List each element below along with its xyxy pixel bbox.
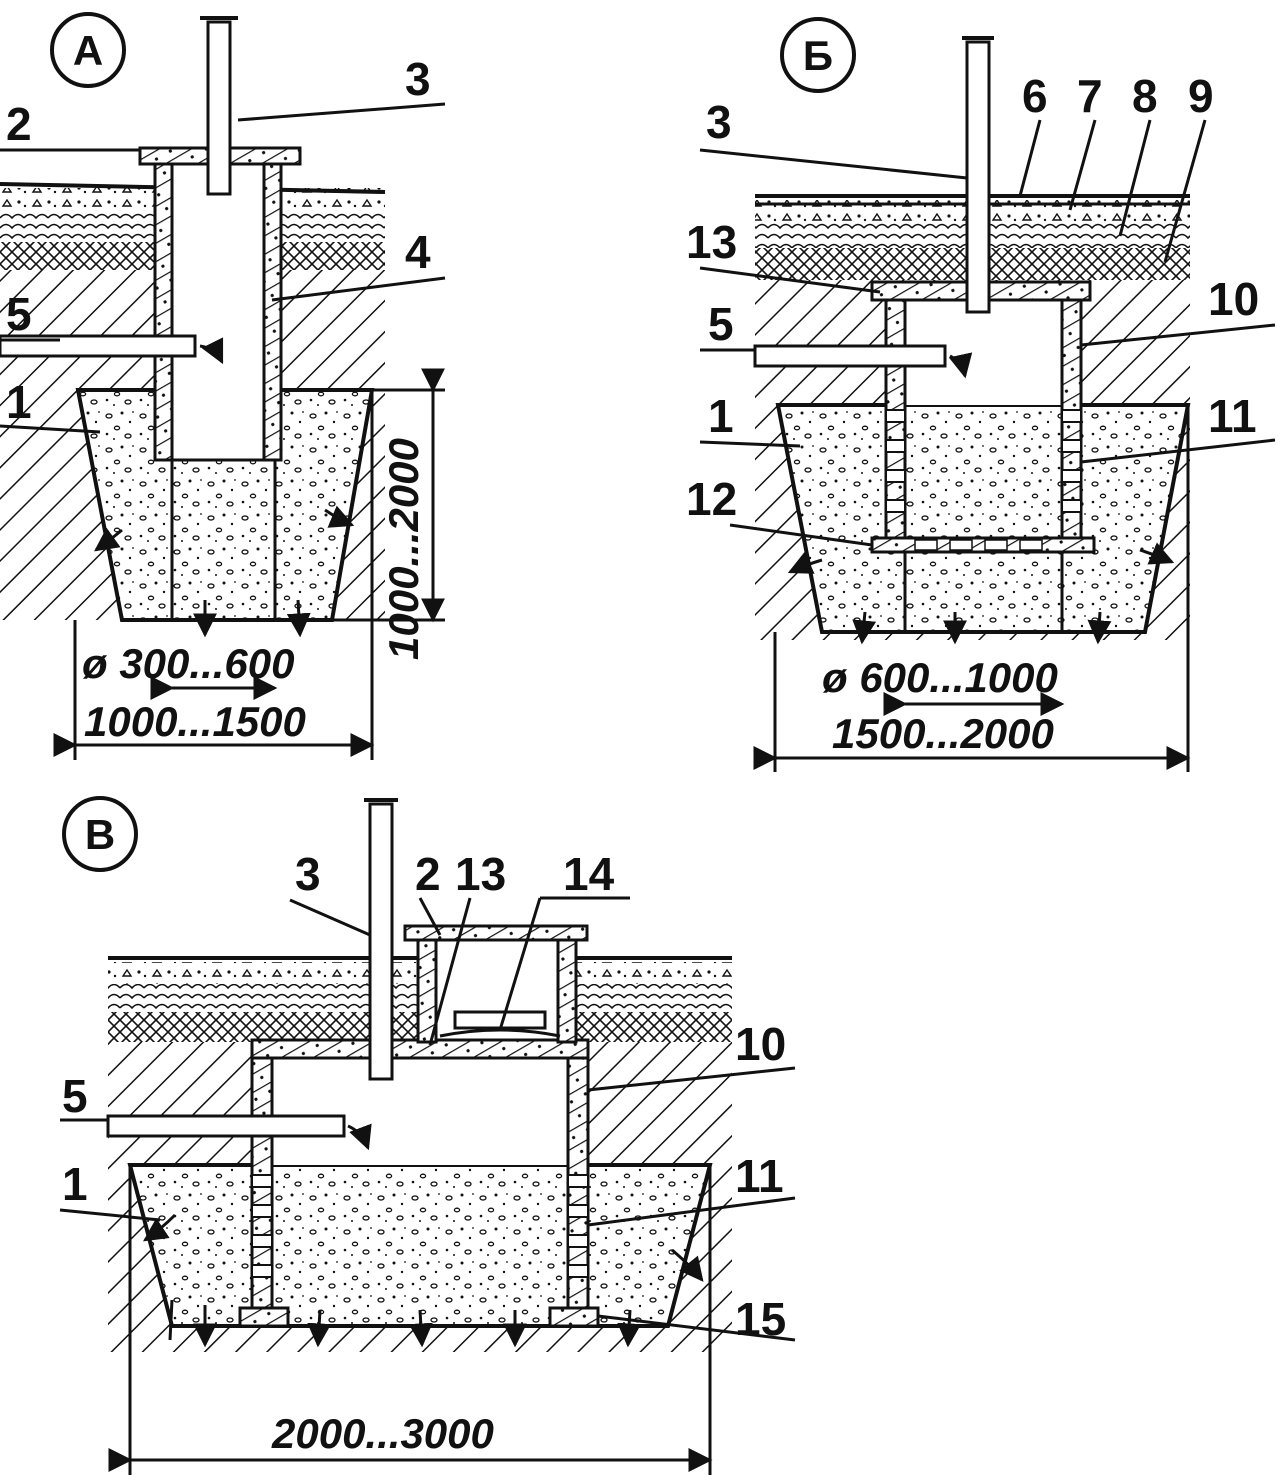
b-label-7: 7 [1077,70,1103,122]
v-label-11: 11 [735,1150,784,1202]
a-label-5: 5 [6,288,32,340]
a-panel-letter: А [73,27,103,74]
v-perforations [251,1174,589,1278]
b-panel-circle [780,17,856,93]
b-label-11: 11 [1208,390,1257,442]
b-bottom-slab [870,536,1096,554]
v-inlet-pipe [106,1114,346,1138]
v-footing-right [548,1306,600,1328]
b-dim-diameter: ø 600...1000 [822,654,1058,701]
v-neck-wall-left [416,936,438,1044]
panel-v: В 3 2 13 14 10 5 1 11 15 2000...3000 [59,796,796,1475]
v-label-2: 2 [415,848,441,900]
panel-b: Б 3 6 7 8 9 13 10 5 1 11 12 ø 600...1000… [686,17,1276,772]
v-label-10: 10 [735,1018,786,1070]
v-label-14: 14 [563,848,615,900]
v-label-5: 5 [62,1070,88,1122]
a-dim-width: 1000...1500 [84,698,306,745]
v-label-3: 3 [295,848,321,900]
a-panel-circle [50,12,126,88]
b-filter-pit [775,403,1191,634]
a-dim-depth: 1000...2000 [380,438,427,660]
b-label-5: 5 [708,298,734,350]
a-label-1: 1 [6,376,32,428]
a-vent-pipe [206,20,232,196]
a-dim-diameter: ø 300...600 [82,640,294,687]
v-cover-slab [403,924,589,942]
b-label-13: 13 [686,216,737,268]
b-label-3: 3 [706,96,732,148]
v-dim-width: 2000...3000 [271,1410,494,1457]
v-label-15: 15 [735,1293,786,1345]
v-filter-pit [127,1163,713,1328]
v-panel-letter: В [85,811,115,858]
b-dim-width: 1500...2000 [832,710,1054,757]
v-footing-left [238,1306,290,1328]
v-panel-circle [62,796,138,872]
b-label-10: 10 [1208,273,1259,325]
b-inlet-pipe [753,344,947,368]
a-shaft-wall-right [262,158,283,462]
b-perforations [885,409,1082,513]
a-label-2: 2 [6,98,32,150]
b-panel-letter: Б [803,32,833,79]
v-neck-wall-right [556,936,578,1044]
b-label-8: 8 [1132,70,1158,122]
b-label-9: 9 [1188,70,1214,122]
b-vent-pipe [965,40,991,314]
a-shaft-wall-left [153,158,174,462]
b-label-1: 1 [708,390,734,442]
v-vent-pipe [368,802,394,1081]
v-label-1: 1 [62,1158,88,1210]
b-label-6: 6 [1022,70,1048,122]
v-label-13: 13 [455,848,506,900]
a-label-4: 4 [405,226,431,278]
a-label-3: 3 [405,53,431,105]
b-label-12: 12 [686,473,737,525]
panel-a: А 2 3 4 5 1 ø 300...600 1000...1500 1000… [0,12,446,760]
